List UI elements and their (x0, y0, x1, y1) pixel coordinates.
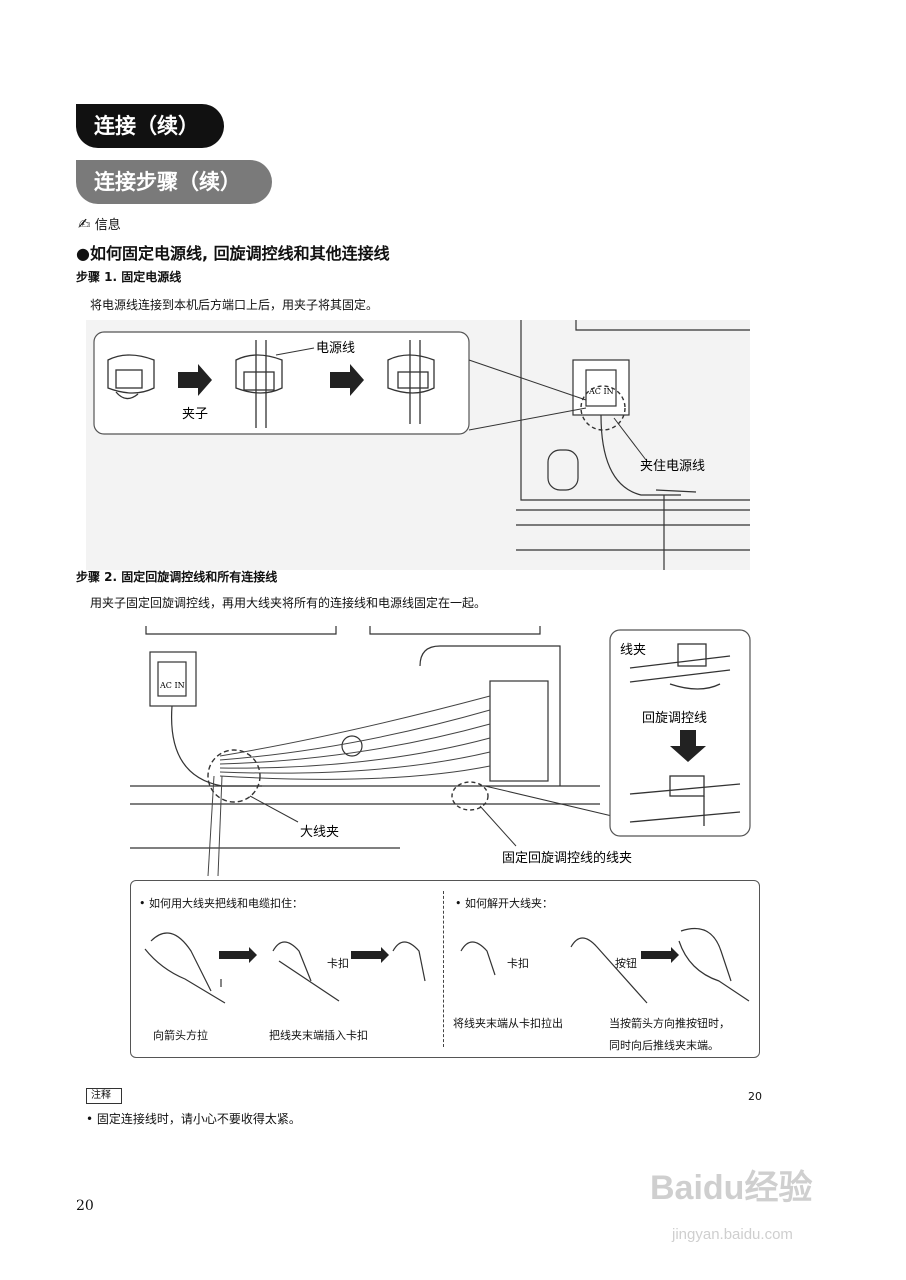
ac-in-label: AC IN (159, 681, 185, 690)
buckle-label-b: 卡扣 (507, 957, 529, 970)
buckle-label-a: 卡扣 (327, 957, 349, 970)
arrow-icon (219, 947, 257, 963)
clip-illustration-2 (235, 340, 283, 428)
arrow-icon (351, 947, 389, 963)
clip-label: 夹子 (182, 407, 208, 422)
release-caption-1: 将线夹末端从卡扣拉出 (453, 1017, 563, 1030)
ac-in-label: AC IN (588, 387, 614, 396)
bind-caption-1: 向箭头方拉 (153, 1029, 208, 1042)
arrow-icon (178, 364, 212, 396)
step2-figure: AC IN 大线夹 固定回旋调控线的线夹 线夹 回旋调控线 (130, 626, 751, 876)
note-tag-label: 注释 (91, 1090, 111, 1101)
page-number: 20 (76, 1198, 94, 1214)
power-cord-label: 电源线 (316, 341, 355, 356)
wire-clip-illustration (629, 643, 731, 690)
step1-title: 步骤 1. 固定电源线 (76, 270, 182, 284)
step2-title: 步骤 2. 固定回旋调控线和所有连接线 (76, 570, 278, 584)
bind-title: • 如何用大线夹把线和电缆扣住： (139, 897, 303, 910)
watermark-brand: Baidu经验 (650, 1169, 813, 1207)
main-heading: ●如何固定电源线, 回旋调控线和其他连接线 (76, 244, 390, 263)
pencil-icon: ✍ (78, 215, 91, 233)
step1-text: 将电源线连接到本机后方端口上后，用夹子将其固定。 (90, 298, 379, 312)
step2-text: 用夹子固定回旋调控线，再用大线夹将所有的连接线和电源线固定在一起。 (90, 596, 487, 610)
clamp-illustrations (144, 927, 750, 1004)
arrow-icon (330, 364, 364, 396)
note-tag: 注释 (86, 1088, 122, 1104)
swivel-cable-label: 回旋调控线 (642, 711, 707, 726)
baidu-watermark: Baidu经验 (650, 1160, 812, 1209)
section-title: 连接（续） (76, 104, 224, 148)
clamp-instructions-box: • 如何用大线夹把线和电缆扣住： • 如何解开大线夹： 卡扣 卡扣 按钮 向箭头… (130, 880, 760, 1058)
note-page-number: 20 (748, 1090, 762, 1103)
watermark-url: jingyan.baidu.com (672, 1226, 793, 1243)
clip-illustration-1 (107, 354, 155, 400)
big-clamp-label: 大线夹 (300, 825, 339, 840)
note-text: • 固定连接线时，请小心不要收得太紧。 (86, 1112, 301, 1126)
release-caption-2b: 同时向后推线夹末端。 (609, 1039, 719, 1052)
subsection-title: 连接步骤（续） (76, 160, 272, 204)
info-label: 信息 (94, 218, 121, 233)
button-label: 按钮 (615, 957, 637, 970)
divider (443, 891, 444, 1047)
clip-illustration-3 (387, 340, 435, 424)
step1-figure: 夹子 电源线 AC IN 夹住电源线 (86, 320, 750, 570)
info-row: ✍ 信息 (78, 214, 121, 233)
wire-clip-label: 线夹 (620, 643, 646, 658)
bind-caption-2: 把线夹末端插入卡扣 (269, 1029, 368, 1042)
release-caption-2a: 当按箭头方向推按钮时， (609, 1017, 730, 1030)
arrow-icon (641, 947, 679, 963)
down-arrow-icon (670, 730, 706, 762)
release-title: • 如何解开大线夹： (455, 897, 553, 910)
clamp-label: 夹住电源线 (640, 459, 705, 474)
swivel-clip-label: 固定回旋调控线的线夹 (502, 850, 632, 866)
